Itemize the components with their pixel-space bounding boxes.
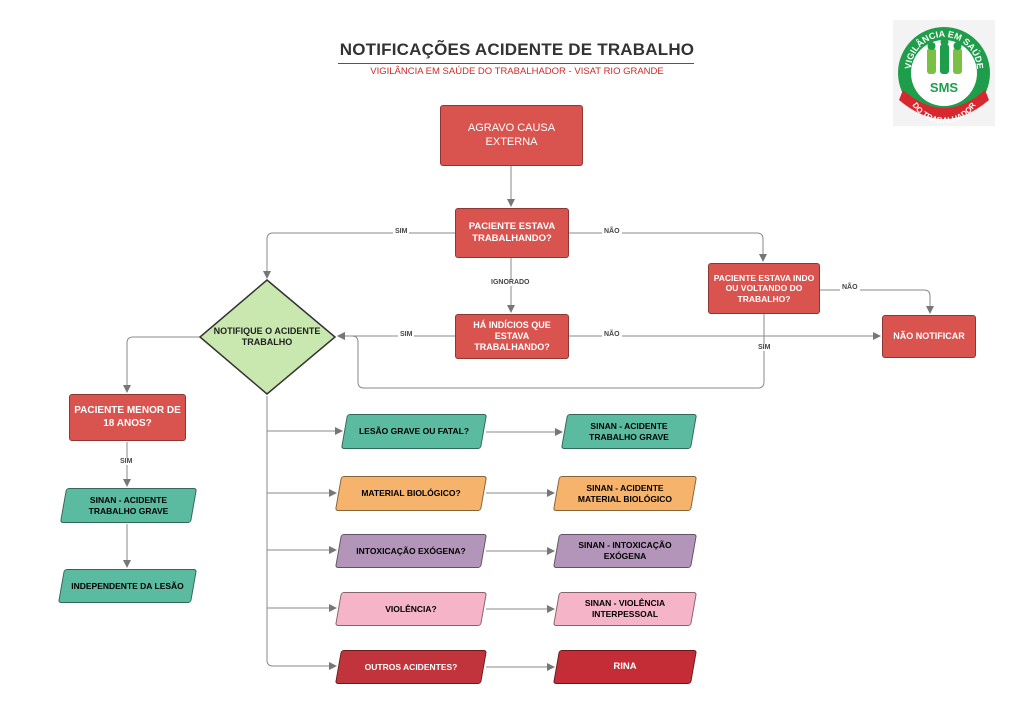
edge-indo-nao [820, 289, 934, 314]
node-nao-notificar: NÃO NOTIFICAR [882, 315, 976, 358]
node-independente-lesao: INDEPENDENTE DA LESÃO [58, 569, 197, 603]
label-nao: NÃO [840, 284, 860, 291]
node-q-violencia: VIOLÊNCIA? [335, 592, 487, 626]
label-nao: NÃO [602, 331, 622, 338]
node-r-sinan-intox: SINAN - INTOXICAÇÃO EXÓGENA [553, 534, 697, 568]
node-r-sinan-violencia: SINAN - VIOLÊNCIA INTERPESSOAL [553, 592, 697, 626]
edge-notifique-menor [123, 336, 200, 393]
label-sim: SIM [118, 458, 135, 465]
node-q-material-biologico: MATERIAL BIOLÓGICO? [334, 476, 488, 511]
edge-indo-sim [337, 314, 765, 389]
label-nao: NÃO [602, 228, 622, 235]
notifique-diamond [198, 279, 337, 395]
node-indo-voltando: PACIENTE ESTAVA INDO OU VOLTANDO DO TRAB… [708, 263, 820, 314]
page-subtitle: VIGILÂNCIA EM SAÚDE DO TRABALHADOR - VIS… [370, 66, 664, 77]
label-sim: SIM [393, 228, 410, 235]
edge-trabalhando-nao [569, 232, 767, 262]
node-q-intoxicacao: INTOXICAÇÃO EXÓGENA? [335, 534, 487, 568]
logo-center-text: SMS [930, 80, 959, 95]
sms-logo: VIGILÂNCIA EM SAÚDE SMS DO TRABALHADOR [893, 20, 995, 126]
node-r-sinan-material: SINAN - ACIDENTE MATERIAL BIOLÓGICO [552, 476, 698, 511]
node-q-lesao-grave: LESÃO GRAVE OU FATAL? [340, 414, 488, 449]
edge-notifique-trunk [266, 396, 336, 667]
logo-emblem-icon: VIGILÂNCIA EM SAÚDE SMS DO TRABALHADOR [898, 27, 990, 125]
node-r-rina: RINA [553, 650, 697, 684]
node-agravo-causa-externa: AGRAVO CAUSA EXTERNA [440, 105, 583, 166]
label-sim: SIM [398, 331, 415, 338]
node-sinan-grave-left: SINAN - ACIDENTE TRABALHO GRAVE [59, 488, 198, 523]
node-q-outros-acidentes: OUTROS ACIDENTES? [335, 650, 487, 684]
node-indicios: HÁ INDÍCIOS QUE ESTAVA TRABALHANDO? [455, 314, 569, 359]
node-r-sinan-grave: SINAN - ACIDENTE TRABALHO GRAVE [560, 414, 698, 449]
label-sim: SIM [756, 344, 773, 351]
node-paciente-trabalhando: PACIENTE ESTAVA TRABALHANDO? [455, 208, 569, 258]
node-notifique-acidente: NOTIFIQUE O ACIDENTE TRABALHO [213, 325, 321, 347]
title-divider [338, 63, 694, 64]
node-menor-18: PACIENTE MENOR DE 18 ANOS? [69, 394, 186, 441]
edge-trabalhando-sim [263, 232, 455, 279]
label-ignorado: IGNORADO [489, 279, 532, 286]
page-title: NOTIFICAÇÕES ACIDENTE DE TRABALHO [339, 40, 695, 59]
